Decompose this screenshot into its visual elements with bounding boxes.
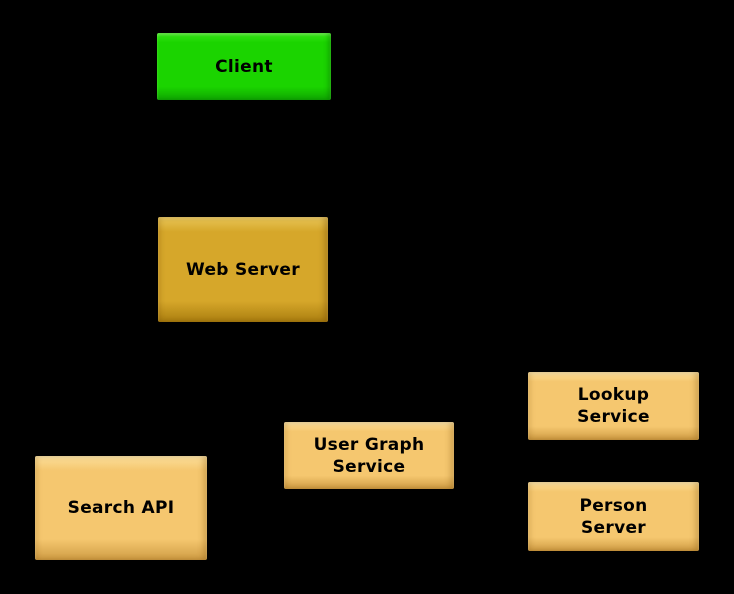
node-search-api: Search API: [35, 456, 207, 560]
node-user-graph-service-label-line2: Service: [332, 456, 406, 477]
node-search-api-label: Search API: [67, 498, 175, 518]
node-user-graph-service: User Graph Service: [284, 422, 454, 489]
node-person-server-label-line2: Server: [581, 517, 646, 538]
node-lookup-service-label-line2: Service: [577, 407, 650, 427]
node-client-label: Client: [215, 56, 273, 77]
node-web-server: Web Server: [158, 217, 328, 322]
node-user-graph-service-label-line1: User Graph: [313, 434, 425, 455]
node-web-server-label: Web Server: [186, 259, 300, 280]
node-person-server-label-line1: Person: [579, 495, 648, 516]
node-person-server: Person Server: [528, 482, 699, 551]
node-lookup-service: Lookup Service: [528, 372, 699, 440]
node-client: Client: [157, 33, 331, 100]
node-lookup-service-label-line1: Lookup: [577, 385, 650, 405]
